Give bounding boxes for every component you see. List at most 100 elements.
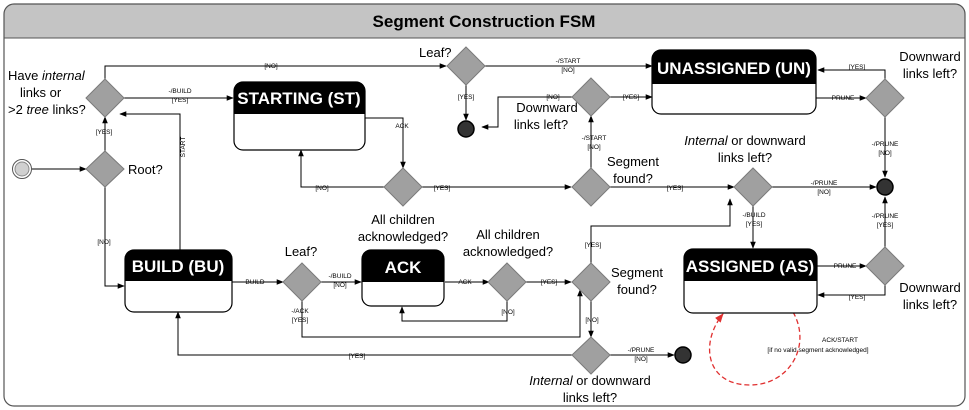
- svg-text:links left?: links left?: [718, 150, 772, 165]
- svg-text:-/START: -/START: [556, 58, 581, 65]
- svg-text:[YES]: [YES]: [746, 221, 763, 228]
- svg-text:[YES]: [YES]: [292, 317, 309, 324]
- q-downward-bottom-right: Downward: [899, 280, 960, 295]
- svg-text:acknowledged?: acknowledged?: [358, 229, 448, 244]
- svg-text:[NO]: [NO]: [264, 63, 278, 70]
- decision-internal-or-downward-2: [571, 336, 611, 375]
- q-segment-found-2: Segment: [611, 265, 663, 280]
- svg-text:[NO]: [NO]: [333, 282, 347, 289]
- svg-text:BUILD (BU): BUILD (BU): [132, 257, 225, 276]
- svg-text:found?: found?: [617, 282, 657, 297]
- state-unassigned: UNASSIGNED (UN): [651, 49, 817, 115]
- svg-text:-/PRUNE: -/PRUNE: [628, 347, 655, 354]
- q-children-ack-2: All children: [476, 227, 540, 242]
- svg-text:[NO]: [NO]: [97, 239, 111, 246]
- svg-text:[NO]: [NO]: [878, 150, 892, 157]
- svg-text:[NO]: [NO]: [634, 356, 648, 363]
- terminal-state-top: [457, 120, 475, 138]
- svg-text:[YES]: [YES]: [172, 97, 189, 104]
- svg-text:[YES]: [YES]: [623, 94, 640, 101]
- state-build: BUILD (BU): [124, 249, 233, 313]
- state-ack: ACK: [361, 249, 445, 307]
- svg-text:links left?: links left?: [563, 390, 617, 405]
- svg-text:[NO]: [NO]: [546, 94, 560, 101]
- svg-text:UNASSIGNED (UN): UNASSIGNED (UN): [657, 59, 811, 78]
- terminal-state-bottom: [674, 346, 692, 364]
- svg-text:[NO]: [NO]: [817, 189, 831, 196]
- decision-downward-top-mid: [571, 77, 611, 117]
- svg-text:[NO]: [NO]: [585, 317, 599, 324]
- decision-internal-or-downward-1: [733, 167, 773, 207]
- svg-text:[YES]: [YES]: [667, 185, 684, 192]
- transitions: [32, 63, 888, 386]
- svg-text:[YES]: [YES]: [849, 64, 866, 71]
- svg-text:[YES]: [YES]: [458, 94, 475, 101]
- svg-text:PRUNE: PRUNE: [834, 263, 857, 270]
- svg-text:[if no valid segment acknowled: [if no valid segment acknowledged]: [767, 347, 868, 354]
- svg-text:STARTING (ST): STARTING (ST): [237, 89, 360, 108]
- svg-text:[NO]: [NO]: [315, 185, 329, 192]
- q-segment-found-1: Segment: [607, 154, 659, 169]
- decision-children-ack-2: [487, 262, 527, 302]
- state-starting: STARTING (ST): [233, 81, 366, 151]
- svg-text:[NO]: [NO]: [561, 67, 575, 74]
- q-children-ack-1: All children: [371, 212, 435, 227]
- svg-text:ACK/START: ACK/START: [822, 337, 858, 344]
- decision-leaf-bottom: [282, 262, 322, 302]
- svg-text:[YES]: [YES]: [541, 279, 558, 286]
- svg-text:[YES]: [YES]: [877, 222, 894, 229]
- svg-text:ACK: ACK: [385, 258, 423, 277]
- svg-text:-/BUILD: -/BUILD: [742, 212, 765, 219]
- question-labels: Have internal links or >2 tree links? Ro…: [8, 45, 961, 405]
- decision-leaf-top: [446, 46, 486, 86]
- q-internal-or-downward-2: Internal or downward: [529, 373, 650, 388]
- decision-downward-top-right: [865, 78, 905, 118]
- svg-text:-/BUILD: -/BUILD: [168, 88, 191, 95]
- terminal-state-right: [876, 178, 894, 196]
- svg-text:[YES]: [YES]: [349, 353, 366, 360]
- decision-root: [85, 150, 125, 188]
- svg-text:[YES]: [YES]: [585, 242, 602, 249]
- svg-text:ACK: ACK: [395, 123, 409, 130]
- decision-segment-found-1: [571, 167, 611, 207]
- svg-text:-/START: -/START: [582, 135, 607, 142]
- svg-text:links left?: links left?: [903, 66, 957, 81]
- svg-text:-/PRUNE: -/PRUNE: [872, 141, 899, 148]
- svg-text:links left?: links left?: [514, 117, 568, 132]
- svg-text:-/PRUNE: -/PRUNE: [872, 213, 899, 220]
- q-internal-links: Have internal: [8, 68, 86, 83]
- decision-segment-found-2: [571, 262, 611, 302]
- svg-text:links or: links or: [20, 85, 62, 100]
- svg-text:links left?: links left?: [903, 297, 957, 312]
- state-assigned: ASSIGNED (AS): [683, 248, 818, 314]
- diagram-frame: Segment Construction FSM: [3, 3, 966, 407]
- q-root: Root?: [128, 162, 163, 177]
- q-leaf-top: Leaf?: [419, 45, 452, 60]
- svg-text:acknowledged?: acknowledged?: [463, 244, 553, 259]
- decision-nodes: [85, 46, 905, 375]
- q-downward-top-mid: Downward: [516, 100, 577, 115]
- svg-text:[NO]: [NO]: [587, 144, 601, 151]
- q-leaf-bottom: Leaf?: [285, 244, 318, 259]
- svg-text:-/ACK: -/ACK: [291, 308, 309, 315]
- decision-internal-links: [85, 78, 125, 118]
- decision-children-ack-1: [383, 167, 423, 207]
- svg-text:[YES]: [YES]: [434, 185, 451, 192]
- svg-text:>2 tree links?: >2 tree links?: [8, 102, 86, 117]
- svg-text:[YES]: [YES]: [96, 129, 113, 136]
- svg-text:BUILD: BUILD: [245, 279, 264, 286]
- svg-text:PRUNE: PRUNE: [832, 95, 855, 102]
- svg-text:ASSIGNED (AS): ASSIGNED (AS): [686, 257, 814, 276]
- q-downward-top-right: Downward: [899, 49, 960, 64]
- svg-text:[YES]: [YES]: [849, 294, 866, 301]
- svg-text:[NO]: [NO]: [501, 309, 515, 316]
- q-internal-or-downward-1: Internal or downward: [684, 133, 805, 148]
- svg-text:-/BUILD: -/BUILD: [328, 273, 351, 280]
- initial-state: [12, 159, 32, 179]
- svg-text:found?: found?: [613, 171, 653, 186]
- diagram-title: Segment Construction FSM: [373, 12, 596, 31]
- svg-text:START: START: [180, 137, 187, 158]
- decision-downward-bottom-right: [865, 246, 905, 286]
- svg-text:ACK: ACK: [458, 279, 472, 286]
